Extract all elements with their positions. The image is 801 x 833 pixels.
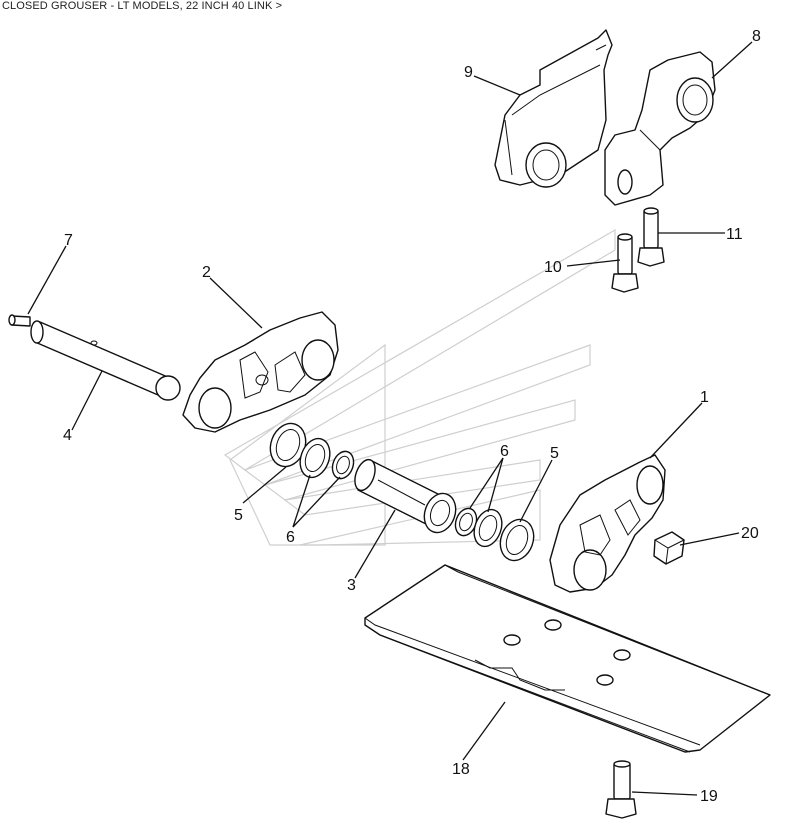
callout-8: 8: [752, 28, 761, 45]
part-7-pin[interactable]: [8, 314, 31, 327]
part-11-bolt[interactable]: [637, 207, 665, 267]
callouts: 9 8 11 10 7 2 4 5 6 3 6 5 1 20 18 19: [63, 28, 761, 805]
part-8-link-end[interactable]: [604, 51, 716, 206]
part-5-seal-right[interactable]: [495, 515, 539, 565]
callout-3: 3: [347, 577, 356, 594]
part-5-seal-left[interactable]: [265, 419, 312, 472]
part-10-bolt[interactable]: [611, 233, 639, 293]
callout-2: 2: [202, 264, 211, 281]
part-6-seal-left-a[interactable]: [295, 434, 335, 481]
callout-6-left: 6: [286, 529, 295, 546]
callout-1: 1: [700, 389, 709, 406]
part-19-bolt[interactable]: [605, 760, 637, 819]
diagram-title: CLOSED GROUSER - LT MODELS, 22 INCH 40 L…: [2, 0, 283, 12]
leader-lines: [27, 41, 753, 796]
callout-19: 19: [700, 788, 718, 805]
part-20-nut[interactable]: [653, 531, 685, 565]
part-9-guard-plate[interactable]: [494, 29, 613, 188]
callout-5-right: 5: [550, 445, 559, 462]
callout-11: 11: [726, 226, 743, 243]
part-1-track-link[interactable]: [549, 454, 666, 593]
callout-7: 7: [64, 232, 73, 249]
callout-4: 4: [63, 427, 72, 444]
part-2-track-link[interactable]: [182, 311, 339, 433]
part-3-bushing[interactable]: [351, 457, 461, 537]
callout-10: 10: [544, 259, 562, 276]
callout-18: 18: [452, 761, 470, 778]
part-4-track-pin[interactable]: [30, 320, 181, 401]
part-18-track-shoe[interactable]: [364, 564, 771, 753]
part-6-seal-left-b[interactable]: [329, 448, 357, 481]
callout-20: 20: [741, 525, 759, 542]
callout-5-left: 5: [234, 507, 243, 524]
callout-9: 9: [464, 64, 473, 81]
callout-6-right: 6: [500, 443, 509, 460]
part-6-seal-right-b[interactable]: [469, 506, 506, 551]
